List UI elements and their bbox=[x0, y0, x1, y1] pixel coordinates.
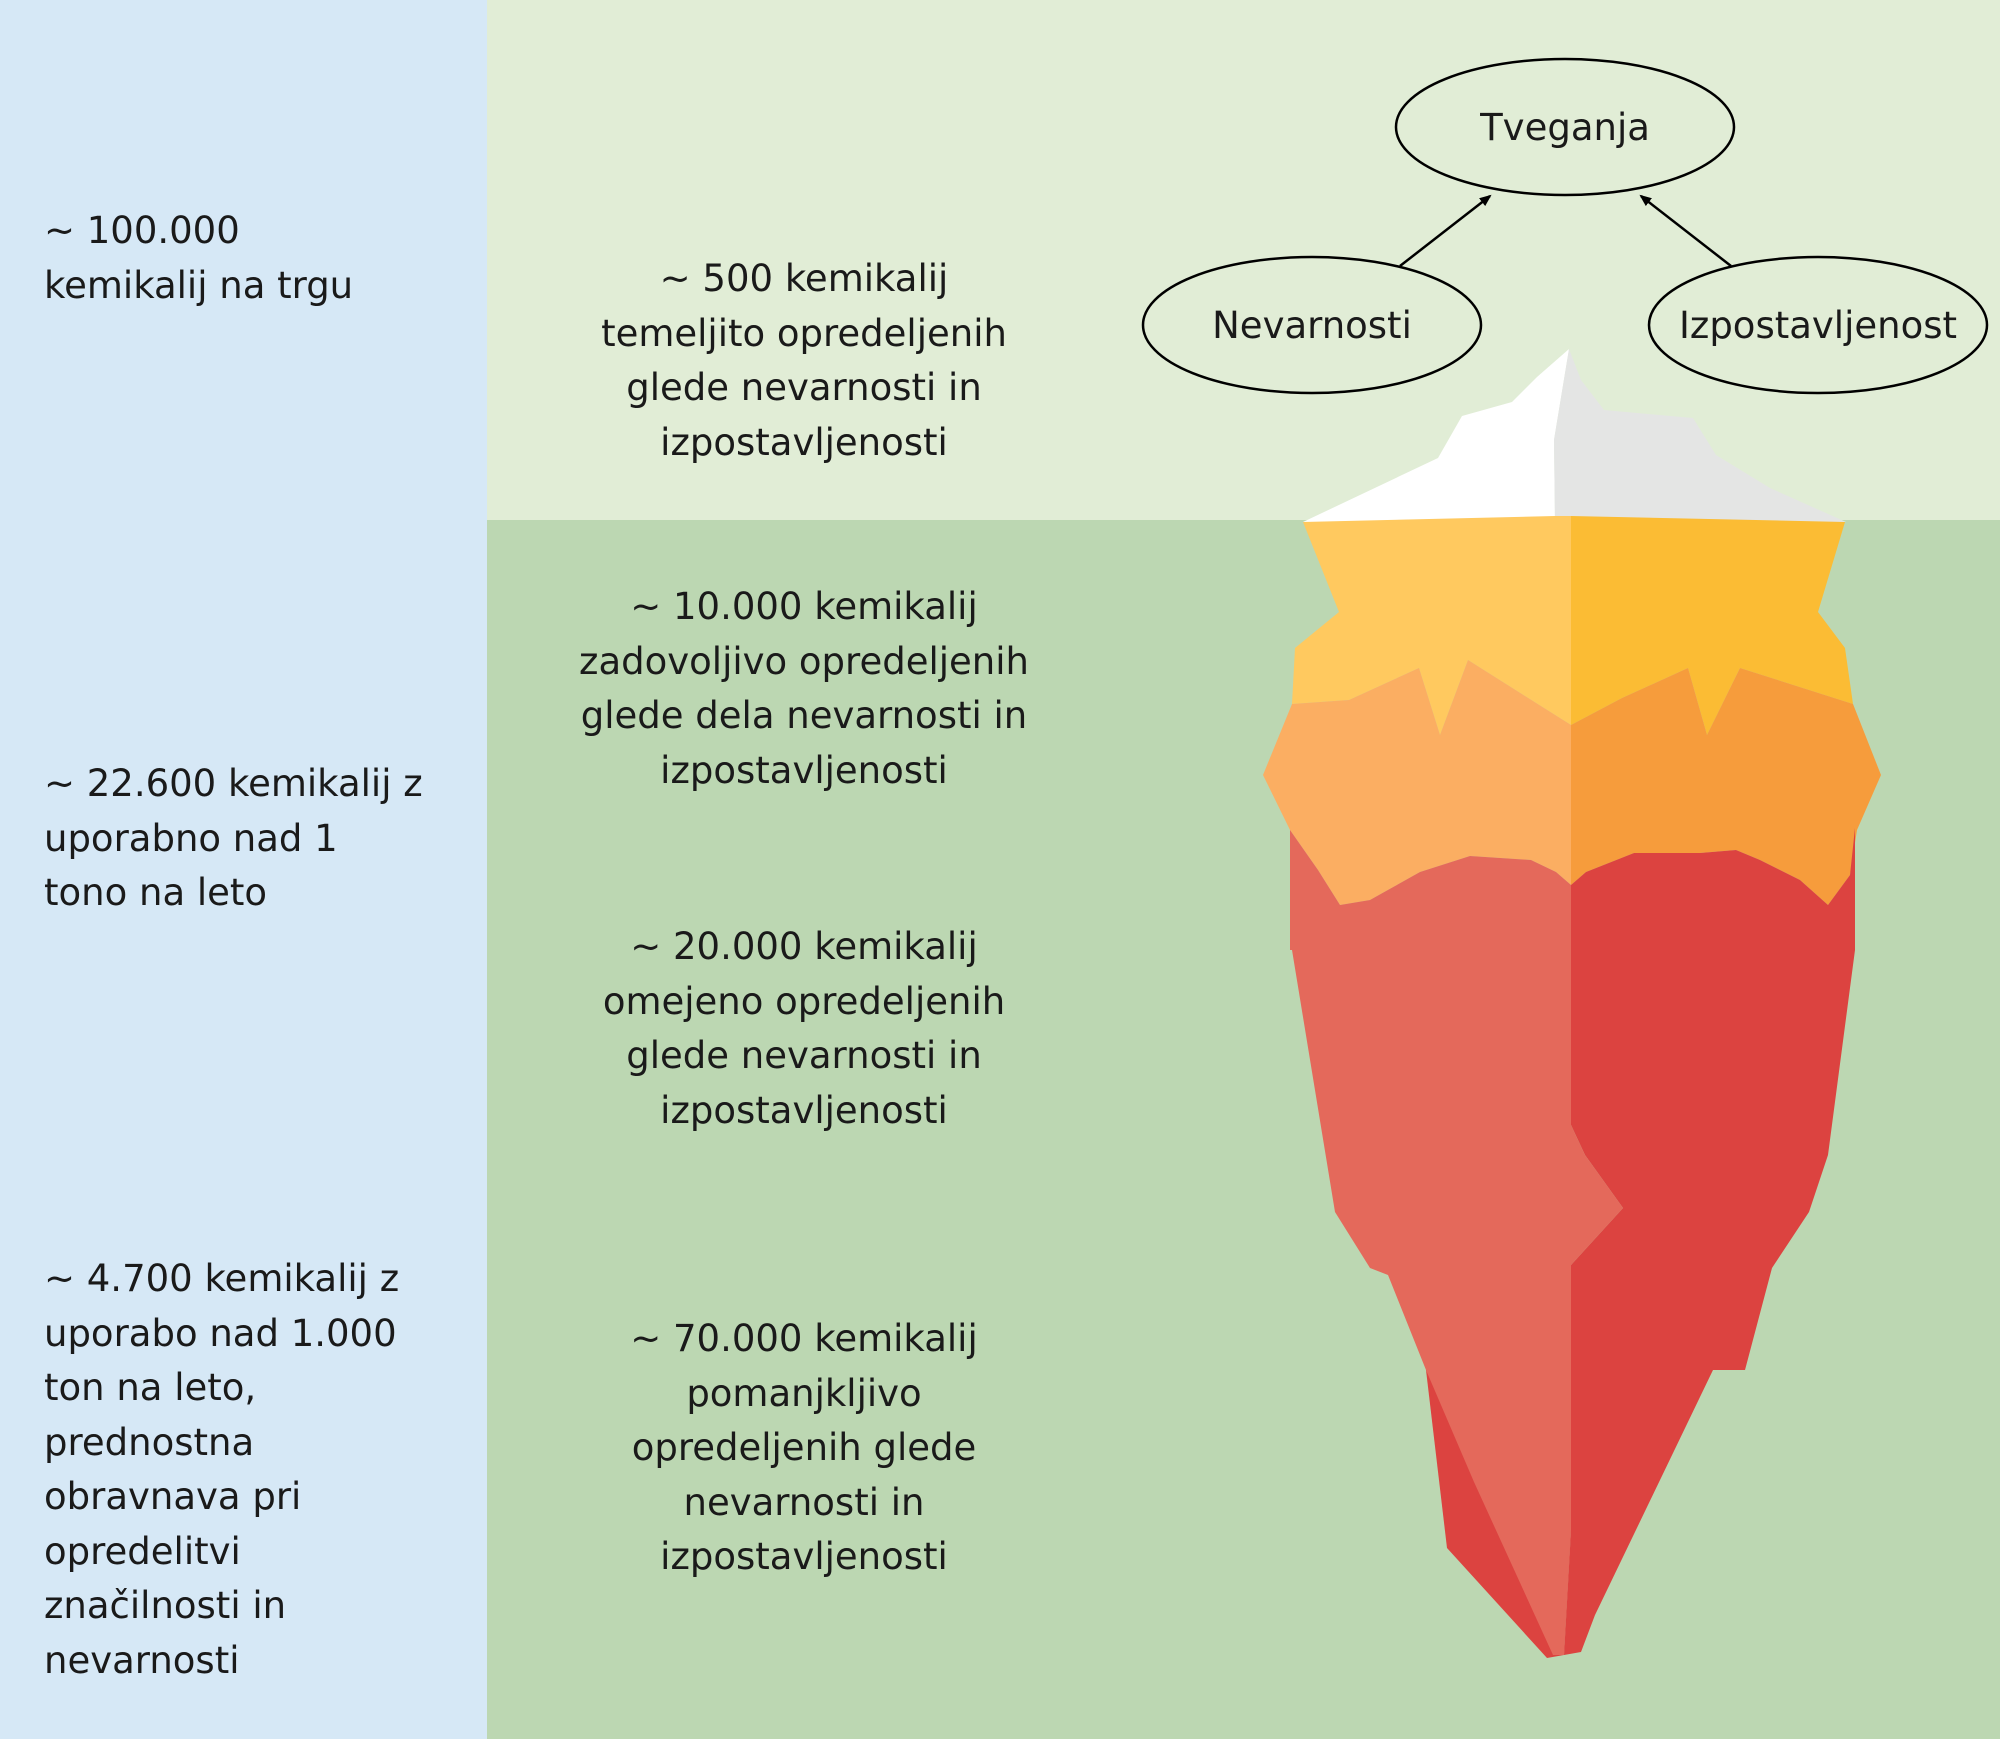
over-1000-tonnes-text: ~ 4.700 kemikalij z uporabo nad 1.000 to… bbox=[44, 1257, 400, 1682]
orange-layer-light bbox=[1263, 660, 1571, 905]
orange-layer-dark bbox=[1571, 668, 1881, 905]
layer-3-text: ~ 70.000 kemikalij pomanjkljivo opredelj… bbox=[630, 1317, 978, 1578]
exposure-node-label: Izpostavljenost bbox=[1679, 304, 1957, 347]
red-layer-light bbox=[1290, 830, 1623, 1655]
yellow-layer-dark bbox=[1571, 516, 1853, 735]
yellow-layer-light bbox=[1292, 516, 1571, 735]
iceberg-layer-yellow bbox=[1292, 516, 1853, 735]
iceberg-layer-orange bbox=[1263, 660, 1881, 905]
exposure-to-risks-arrow bbox=[1639, 194, 1732, 267]
iceberg-tip-light bbox=[1303, 349, 1569, 522]
iceberg-tip-shade bbox=[1554, 349, 1846, 522]
risk-diagram: Tveganja Nevarnosti Izpostavljenost bbox=[1141, 57, 1989, 395]
risks-node-label: Tveganja bbox=[1479, 106, 1650, 149]
exposure-node bbox=[1647, 255, 1989, 395]
left-panel bbox=[0, 0, 487, 1739]
above-water-area bbox=[487, 0, 2000, 520]
layer-2-text: ~ 20.000 kemikalij omejeno opredeljenih … bbox=[602, 925, 1006, 1132]
layer-1-text: ~ 10.000 kemikalij zadovoljivo opredelje… bbox=[579, 585, 1029, 792]
red-layer-dark bbox=[1564, 828, 1855, 1655]
hazards-node bbox=[1141, 255, 1483, 395]
hazards-node-label: Nevarnosti bbox=[1212, 304, 1412, 347]
market-total-text: ~ 100.000 kemikalij na trgu bbox=[44, 209, 354, 307]
iceberg-tip bbox=[1303, 349, 1846, 522]
risks-node bbox=[1394, 57, 1736, 197]
over-1-tonne-text: ~ 22.600 kemikalij z uporabno nad 1 tono… bbox=[44, 762, 423, 914]
hazards-to-risks-arrow bbox=[1399, 194, 1492, 267]
tip-layer-text: ~ 500 kemikalij temeljito opredeljenih g… bbox=[601, 257, 1007, 464]
iceberg-layer-red bbox=[1290, 828, 1855, 1658]
